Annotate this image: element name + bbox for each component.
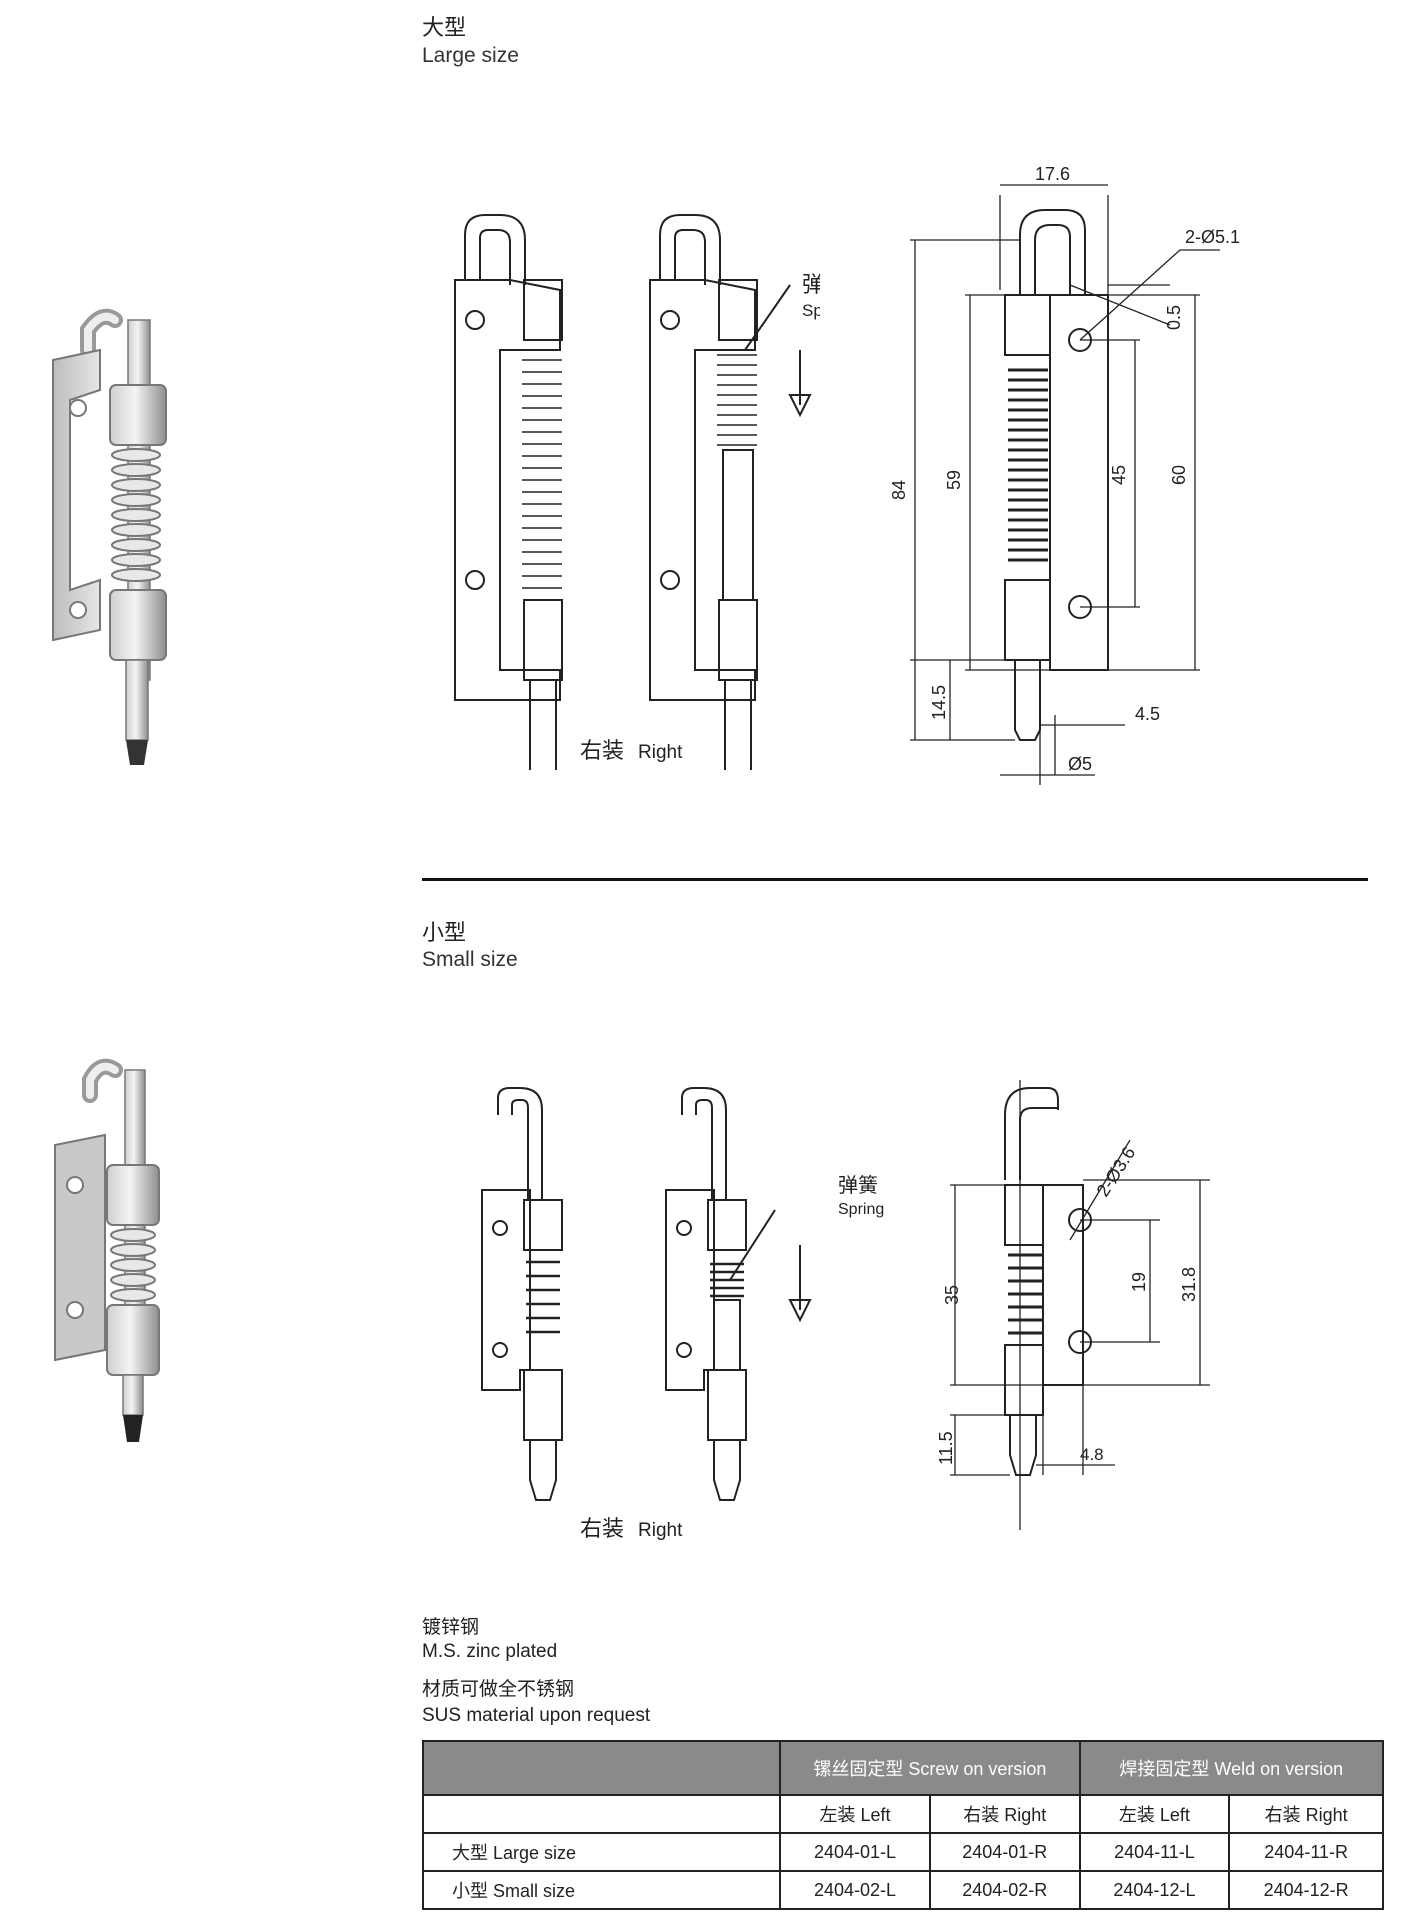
section-divider — [422, 878, 1368, 881]
table-row: 小型 Small size 2404-02-L 2404-02-R 2404-1… — [421, 1870, 1384, 1910]
large-dim-offset: 0.5 — [1164, 305, 1184, 330]
small-dim-plate: 31.8 — [1179, 1267, 1199, 1302]
part-number-cell: 2404-12-R — [1228, 1870, 1384, 1910]
screw-right-header: 右装 Right — [928, 1794, 1081, 1834]
part-number-cell: 2404-01-L — [779, 1832, 931, 1872]
large-dim-pin-dia: Ø5 — [1068, 754, 1092, 774]
small-dim-holes: 2-Ø3.6 — [1093, 1143, 1140, 1200]
part-number-cell: 2404-12-L — [1078, 1870, 1231, 1910]
material-note-en: M.S. zinc plated — [422, 1641, 558, 1662]
large-dim-body: 59 — [944, 470, 964, 490]
weld-left-header: 左装 Left — [1078, 1794, 1231, 1834]
part-number-cell: 2404-11-L — [1078, 1832, 1231, 1872]
small-dimension-drawing: 35 2-Ø3.6 19 31.8 11.5 4.8 — [936, 1080, 1210, 1530]
small-right-label-en: Right — [638, 1520, 683, 1541]
part-number-cell: 2404-11-R — [1228, 1832, 1384, 1872]
small-right-label-cn: 右装 — [580, 1516, 624, 1541]
option-note-en: SUS material upon request — [422, 1705, 651, 1726]
large-right-label-cn: 右装 — [580, 738, 624, 763]
large-dim-width: 17.6 — [1035, 164, 1070, 184]
large-spring-label-cn: 弹簧 — [802, 272, 820, 297]
part-number-table: 镙丝固定型 Screw on version 焊接固定型 Weld on ver… — [421, 1740, 1385, 1910]
large-dim-holes: 2-Ø5.1 — [1185, 227, 1240, 247]
small-spring-label-cn: 弹簧 — [838, 1174, 878, 1197]
small-dim-body: 35 — [942, 1285, 962, 1305]
large-dim-plate: 60 — [1169, 465, 1189, 485]
large-right-label-en: Right — [638, 742, 683, 763]
small-front-views: 弹簧 Spring 右装 Right — [481, 1087, 884, 1541]
large-dimension-drawing: 17.6 2-Ø5.1 0.5 84 59 45 60 14.5 4.5 Ø5 — [889, 164, 1240, 785]
large-dim-hole-pitch: 45 — [1109, 465, 1129, 485]
table-subheader-blank — [421, 1794, 782, 1834]
large-dim-pin-off: 4.5 — [1135, 704, 1160, 724]
large-dim-total: 84 — [889, 480, 909, 500]
screw-left-header: 左装 Left — [779, 1794, 931, 1834]
table-row: 大型 Large size 2404-01-L 2404-01-R 2404-1… — [421, 1832, 1384, 1872]
large-spring-label-en: Spring — [802, 301, 820, 320]
table-corner — [421, 1740, 782, 1796]
part-number-cell: 2404-02-R — [928, 1870, 1081, 1910]
small-hinge-render — [54, 1058, 160, 1442]
material-note-cn: 镀锌钢 — [422, 1617, 480, 1638]
small-dim-pin-off: 4.8 — [1080, 1445, 1104, 1464]
part-number-cell: 2404-02-L — [779, 1870, 931, 1910]
screw-version-header: 镙丝固定型 Screw on version — [779, 1740, 1081, 1796]
row-label: 小型 Small size — [421, 1870, 782, 1910]
small-dim-hole-pitch: 19 — [1129, 1272, 1149, 1292]
row-label: 大型 Large size — [421, 1832, 782, 1872]
large-title-en: Large size — [422, 44, 519, 67]
small-spring-label-en: Spring — [838, 1201, 884, 1218]
weld-version-header: 焊接固定型 Weld on version — [1078, 1740, 1385, 1796]
part-number-cell: 2404-01-R — [928, 1832, 1081, 1872]
small-title-cn: 小型 — [422, 920, 467, 945]
large-hinge-render — [52, 308, 167, 765]
large-front-views: 弹簧 Spring 右装 Right — [454, 214, 820, 770]
small-dim-pin-len: 11.5 — [936, 1431, 956, 1465]
large-dim-pin-len: 14.5 — [929, 685, 949, 720]
large-title-cn: 大型 — [422, 15, 467, 40]
weld-right-header: 右装 Right — [1228, 1794, 1384, 1834]
option-note-cn: 材质可做全不锈钢 — [422, 1679, 575, 1700]
small-title-en: Small size — [422, 948, 518, 971]
